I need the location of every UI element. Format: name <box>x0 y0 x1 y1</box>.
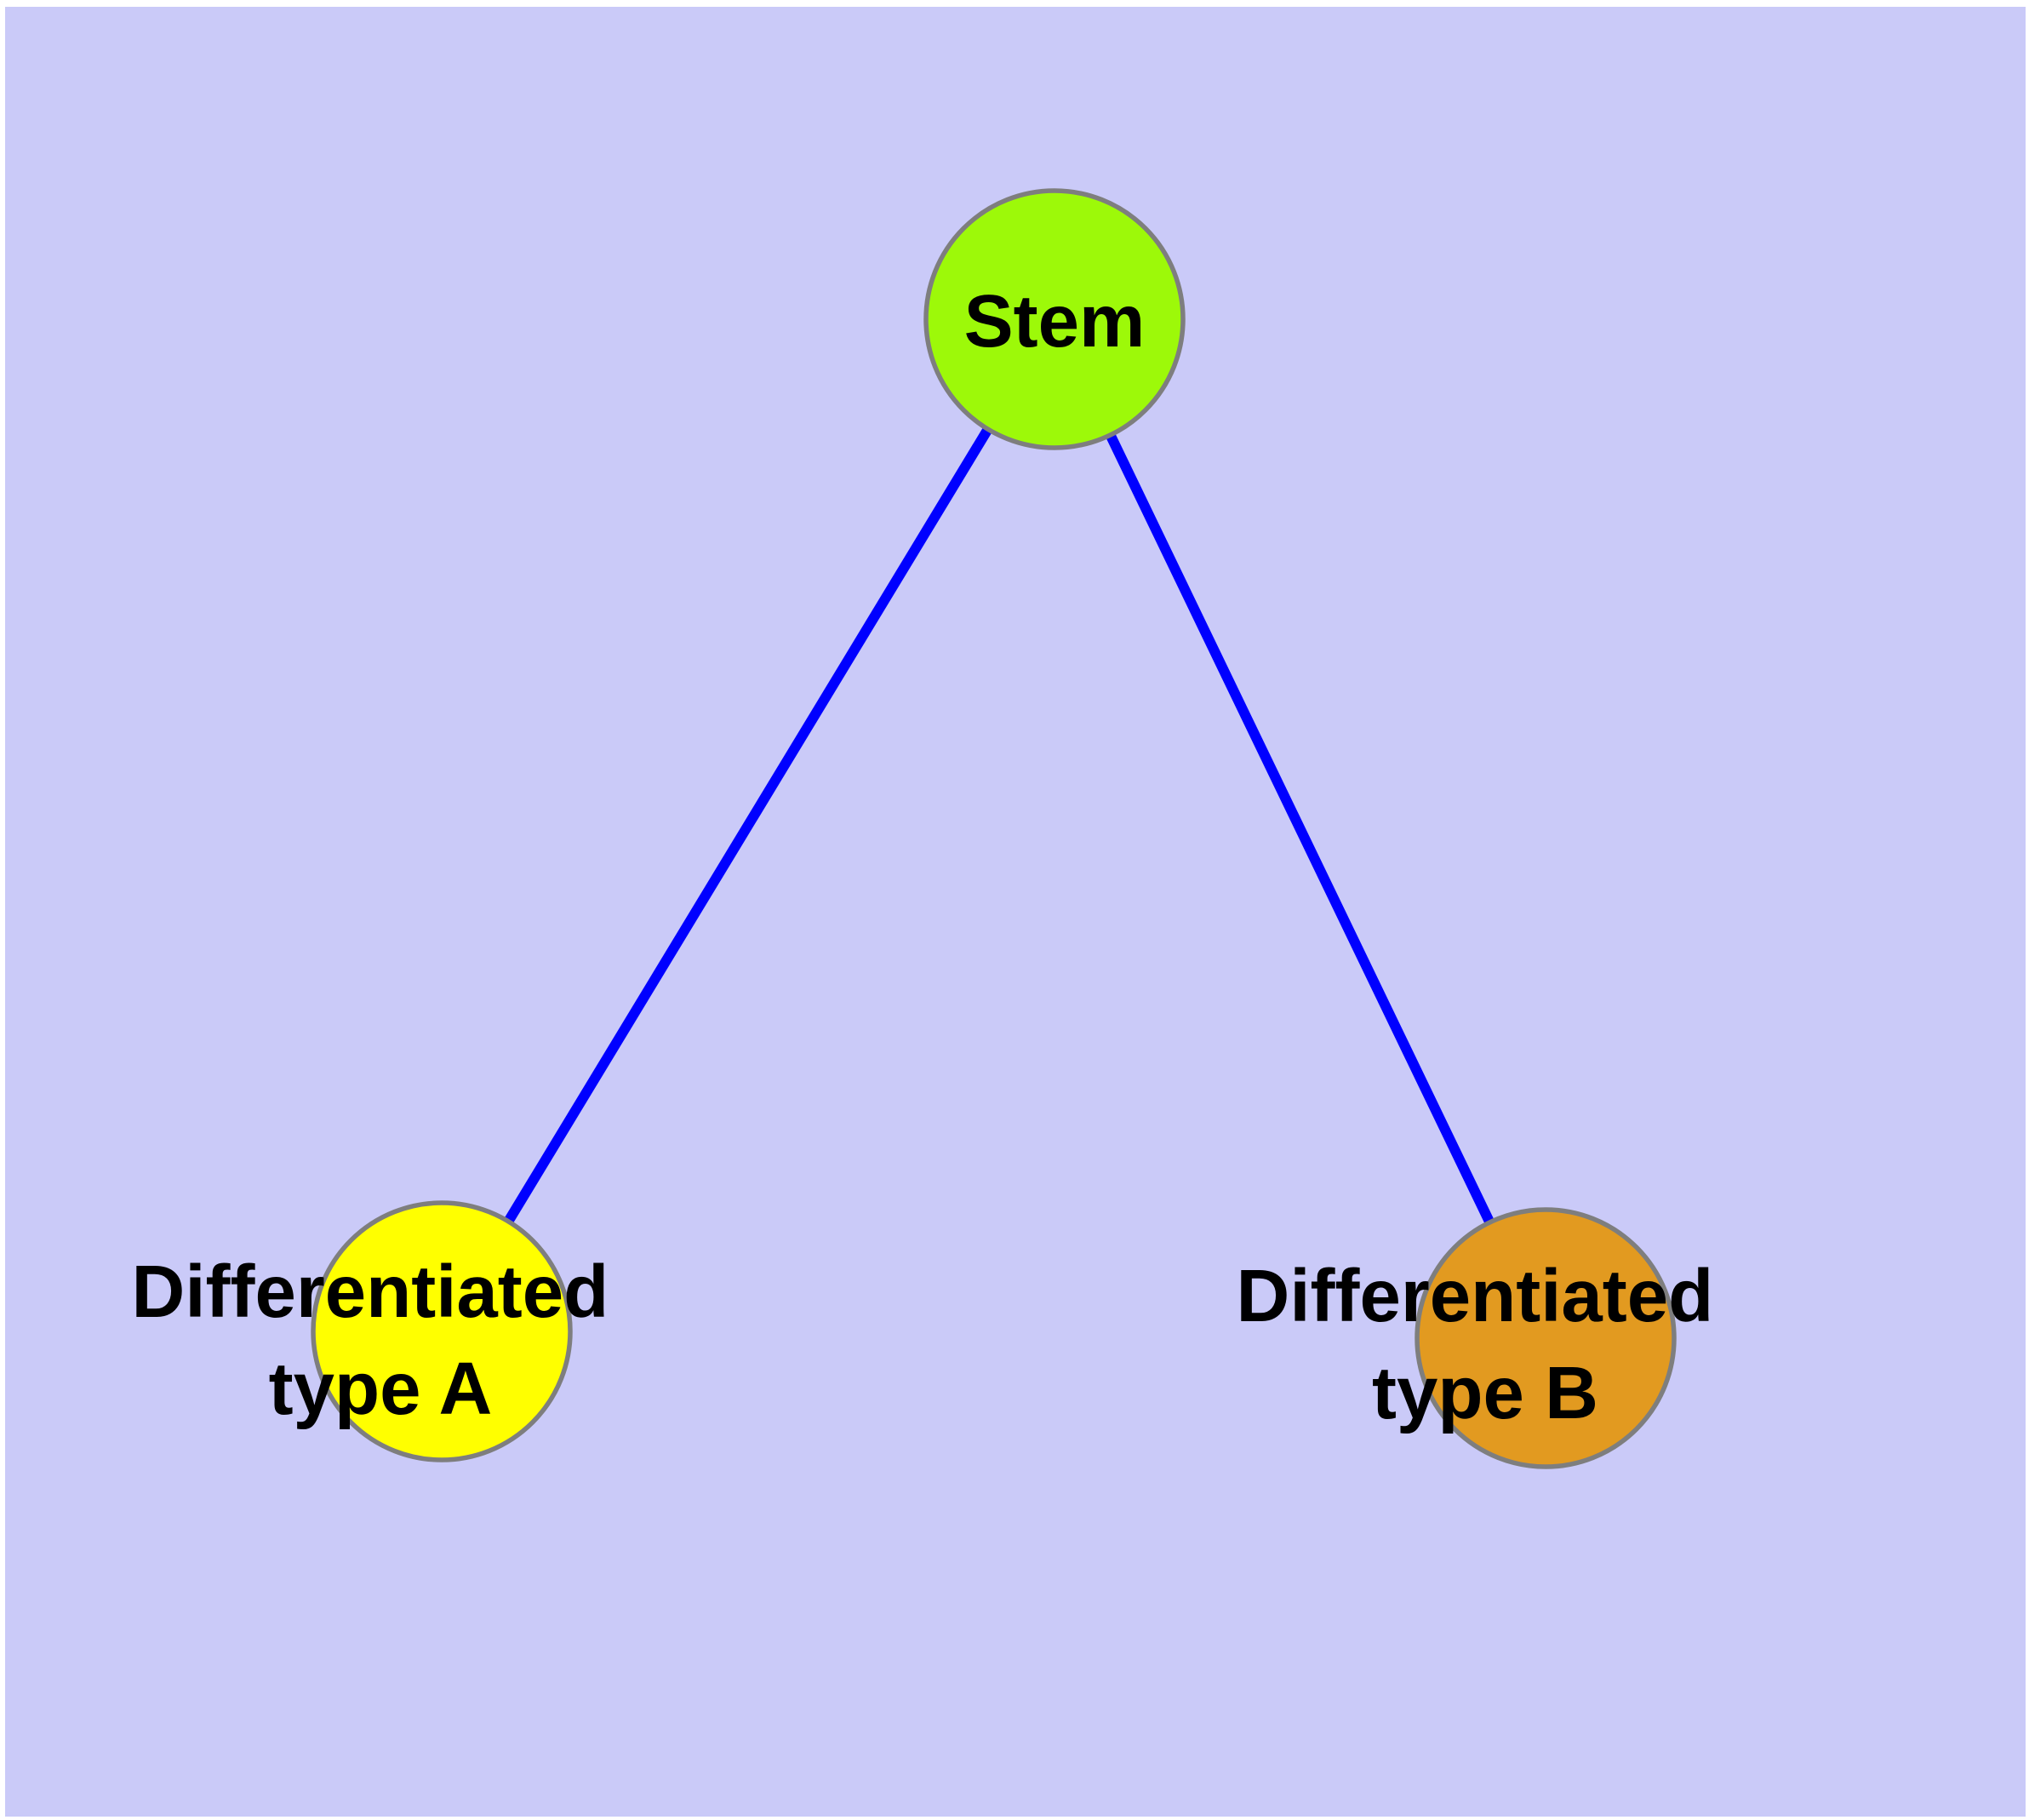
node-differentiated-type-b-circle <box>1415 1207 1677 1469</box>
type-a-label-line-1: Differentiated <box>132 1251 609 1333</box>
type-a-label-line-2: type A <box>269 1348 493 1430</box>
node-differentiated-type-a-label: Differentiated type A <box>132 1251 630 1430</box>
edge-stem-to-type-b <box>1049 317 1551 1341</box>
node-stem-label: Stem <box>964 280 1146 363</box>
node-differentiated-type-b-label: Differentiated type B <box>1237 1255 1735 1434</box>
type-b-label-line-1: Differentiated <box>1237 1255 1714 1337</box>
type-b-label-line-2: type B <box>1372 1352 1598 1434</box>
node-differentiated-type-a-circle <box>311 1200 573 1462</box>
edge-stem-to-type-a <box>437 316 1060 1335</box>
node-stem-circle <box>923 188 1186 450</box>
